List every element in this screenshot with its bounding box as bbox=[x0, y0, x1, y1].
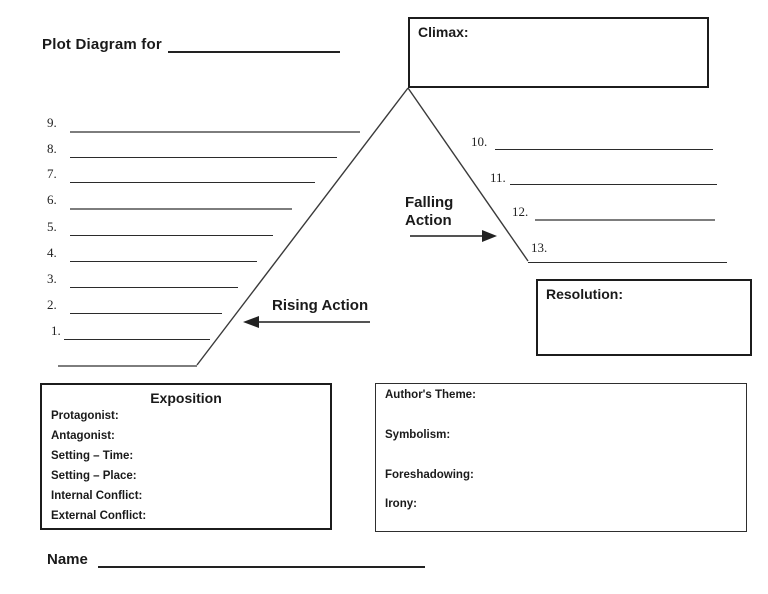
theme-field: Author's Theme: bbox=[385, 389, 476, 401]
rising-line-number: 7. bbox=[47, 166, 57, 181]
rising-line-number: 5. bbox=[47, 219, 57, 234]
rising-action-label: Rising Action bbox=[272, 297, 369, 314]
exposition-field: Setting – Place: bbox=[51, 470, 137, 482]
falling-line-number: 13. bbox=[531, 240, 548, 255]
name-label: Name bbox=[47, 551, 88, 568]
resolution-box[interactable]: Resolution: bbox=[536, 279, 752, 356]
exposition-field: External Conflict: bbox=[51, 510, 147, 522]
exposition-field: Setting – Time: bbox=[51, 450, 134, 462]
rising-blank-line bbox=[70, 261, 257, 262]
rising-line-number: 4. bbox=[47, 245, 57, 260]
rising-blank-line bbox=[70, 157, 337, 158]
exposition-title: Exposition bbox=[150, 390, 222, 406]
falling-blank-line bbox=[535, 219, 715, 221]
rising-blank-line bbox=[58, 365, 197, 367]
exposition-fields: Protagonist: Antagonist: Setting – Time: Se… bbox=[42, 406, 330, 526]
name-row: Name bbox=[47, 551, 425, 568]
falling-line-number: 10. bbox=[471, 134, 488, 149]
page-title-row: Plot Diagram for bbox=[42, 36, 340, 53]
theme-field: Foreshadowing: bbox=[385, 469, 474, 481]
title-blank-line[interactable] bbox=[167, 38, 340, 53]
exposition-field: Internal Conflict: bbox=[51, 490, 143, 502]
falling-blank-line bbox=[495, 149, 713, 150]
theme-box[interactable]: Author's Theme: Symbolism: Foreshadowing: I… bbox=[375, 383, 747, 532]
resolution-label: Resolution: bbox=[546, 286, 623, 302]
climax-label: Climax: bbox=[418, 24, 469, 40]
falling-action-label: Falling Action bbox=[405, 194, 454, 229]
rising-line-number: 1. bbox=[51, 323, 61, 338]
falling-line-number: 11. bbox=[490, 170, 506, 185]
rising-blank-line bbox=[70, 287, 238, 288]
falling-blank-line bbox=[510, 184, 717, 185]
rising-blank-line bbox=[70, 131, 360, 133]
rising-action-arrow bbox=[243, 316, 370, 328]
rising-line-number: 8. bbox=[47, 141, 57, 156]
rising-line-number: 6. bbox=[47, 192, 57, 207]
rising-blank-line bbox=[70, 182, 315, 183]
exposition-field: Protagonist: bbox=[51, 410, 119, 422]
rising-line-number: 3. bbox=[47, 271, 57, 286]
exposition-box[interactable]: Exposition Protagonist: Antagonist: Settin… bbox=[40, 383, 332, 530]
rising-blank-line bbox=[70, 313, 222, 314]
falling-blank-line bbox=[528, 262, 727, 263]
page-title: Plot Diagram for bbox=[42, 36, 162, 53]
climax-box[interactable]: Climax: bbox=[408, 17, 709, 88]
theme-field: Symbolism: bbox=[385, 429, 451, 441]
rising-line-number: 2. bbox=[47, 297, 57, 312]
falling-action-arrow bbox=[410, 230, 497, 242]
falling-diagonal-line bbox=[407, 87, 529, 262]
falling-line-number: 12. bbox=[512, 204, 529, 219]
name-blank-line[interactable] bbox=[97, 553, 425, 568]
rising-diagonal-line bbox=[196, 87, 409, 366]
rising-blank-line bbox=[64, 339, 210, 340]
theme-field: Irony: bbox=[385, 498, 417, 510]
rising-blank-line bbox=[70, 208, 292, 210]
rising-blank-line bbox=[70, 235, 273, 236]
exposition-field: Antagonist: bbox=[51, 430, 115, 442]
rising-line-number: 9. bbox=[47, 115, 57, 130]
